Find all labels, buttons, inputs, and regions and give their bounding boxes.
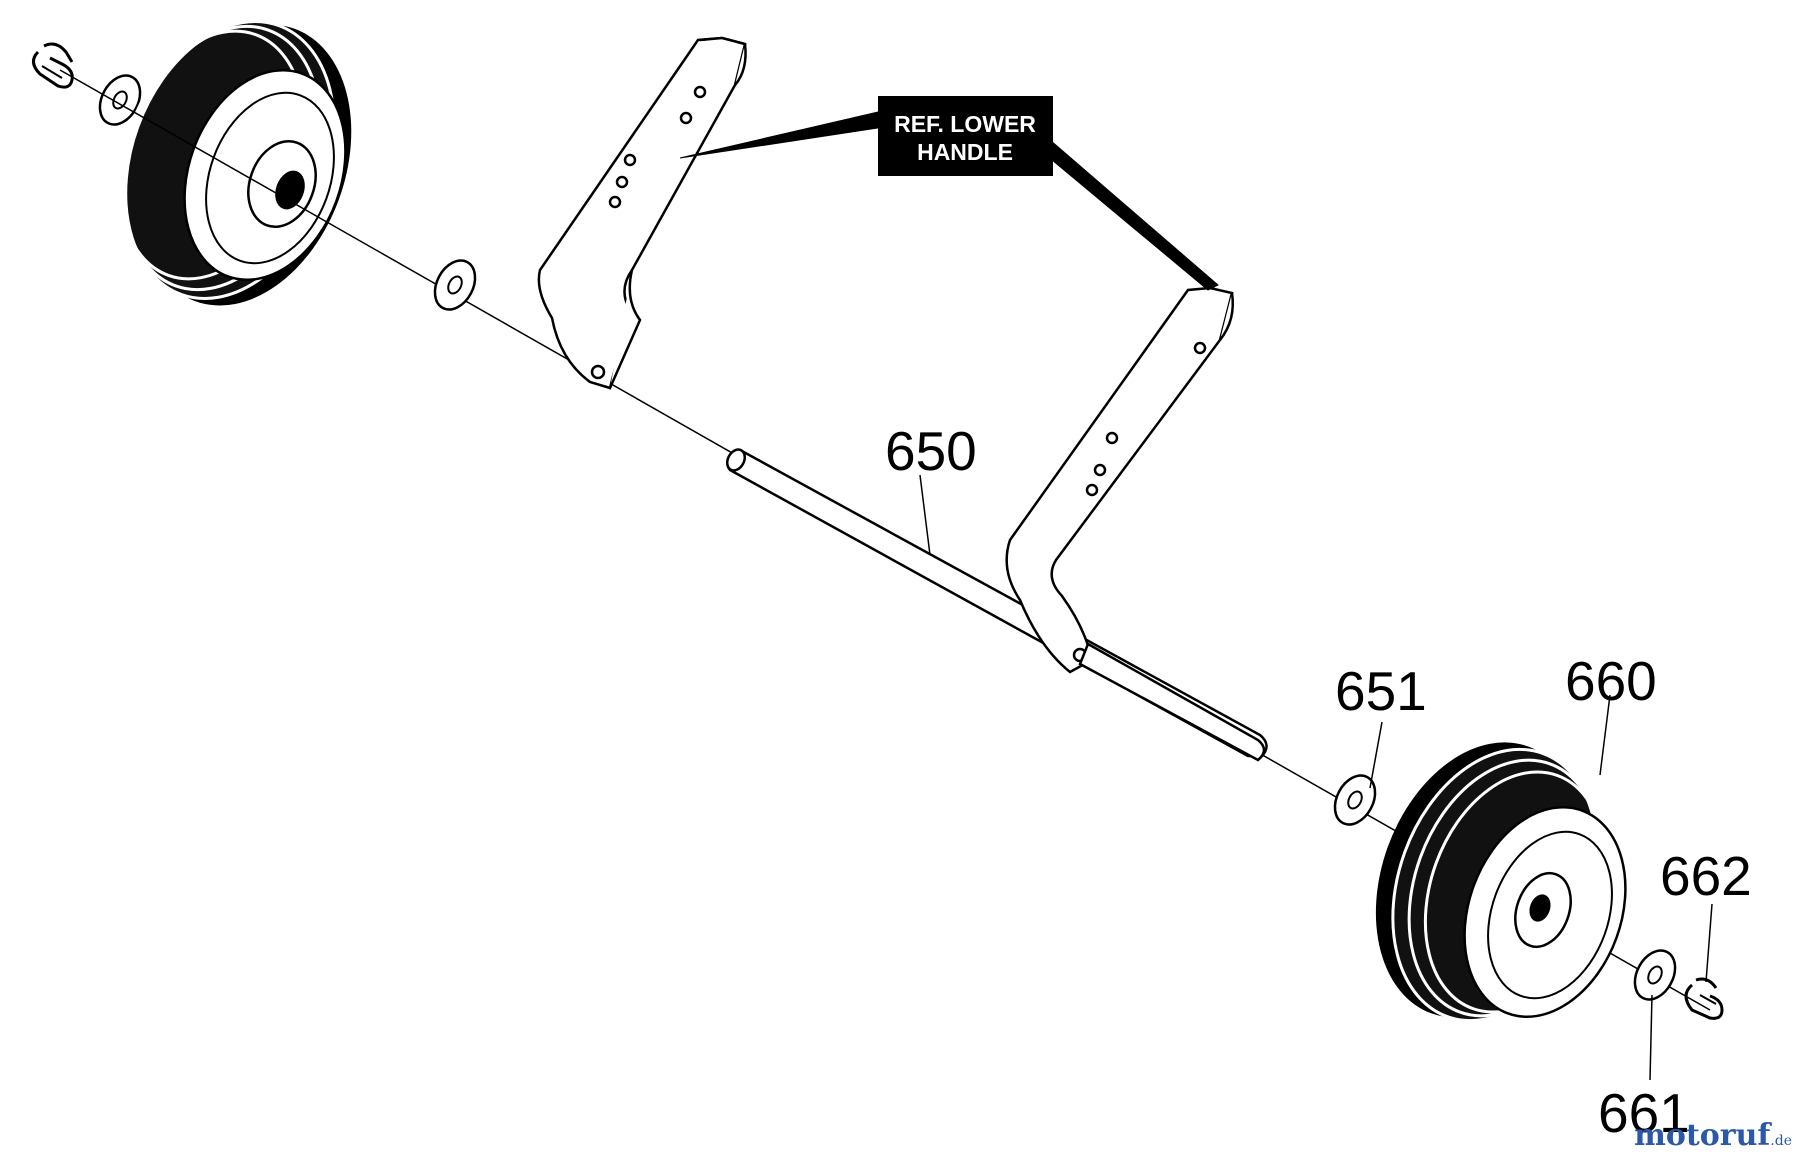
- left-handle-bracket: [537, 36, 747, 390]
- watermark-name: motoruf: [1634, 1118, 1771, 1153]
- part-label-662: 662: [1660, 845, 1752, 907]
- watermark: motoruf.de: [1634, 1118, 1792, 1153]
- top-left-wheel: [118, 20, 352, 306]
- axle-tube-right-end: [1078, 642, 1266, 762]
- part-label-661: 661: [1598, 1082, 1690, 1144]
- right-handle-bracket: [1005, 286, 1234, 674]
- top-left-hairpin-clip: [32, 42, 74, 89]
- part-label-651: 651: [1335, 660, 1427, 722]
- watermark-suffix: .de: [1770, 1133, 1792, 1149]
- washer-661: [1633, 949, 1677, 1001]
- part-label-650: 650: [885, 420, 977, 482]
- callout-line-1: REF. LOWER: [894, 111, 1036, 137]
- ref-lower-handle-callout: REF. LOWER HANDLE: [878, 96, 1053, 176]
- part-leaders: [919, 474, 1713, 1081]
- inner-washer-left: [433, 259, 477, 311]
- part-label-660: 660: [1565, 650, 1657, 712]
- clip-662: [1684, 977, 1724, 1020]
- callout-line-2: HANDLE: [917, 139, 1013, 165]
- top-left-outer-washer: [98, 74, 142, 126]
- washer-651: [1333, 774, 1377, 826]
- wheel-660: [1375, 742, 1627, 1023]
